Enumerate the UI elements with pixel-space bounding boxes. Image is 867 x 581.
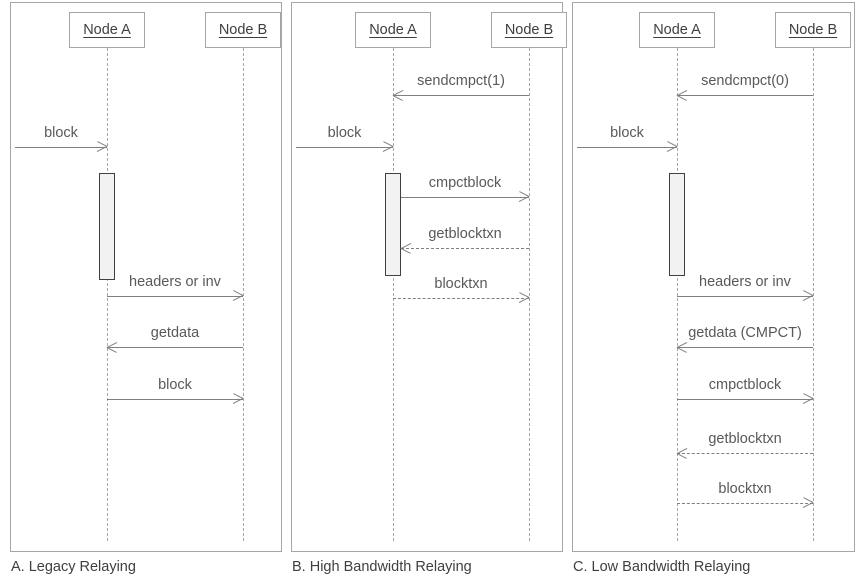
message-label: blocktxn xyxy=(434,276,488,292)
lifeline-label: Node B xyxy=(788,22,838,38)
lifeline-head-node-b: Node B xyxy=(205,12,281,48)
message-line xyxy=(677,503,813,504)
message-line xyxy=(677,95,813,96)
message-label: sendcmpct(1) xyxy=(417,73,505,89)
message-line xyxy=(107,347,243,348)
message-label: getblocktxn xyxy=(428,226,502,242)
panel-caption-b: B. High Bandwidth Relaying xyxy=(292,559,472,575)
message-line xyxy=(296,147,393,148)
message-label: headers or inv xyxy=(129,274,221,290)
message-label: cmpctblock xyxy=(708,377,782,393)
lifeline-label: Node A xyxy=(369,22,417,38)
message-label: block xyxy=(44,125,78,141)
lifeline-node-a xyxy=(107,48,108,541)
lifeline-head-node-b: Node B xyxy=(775,12,851,48)
message-label: getblocktxn xyxy=(708,431,782,447)
lifeline-node-b xyxy=(813,48,814,541)
message-label: block xyxy=(158,377,192,393)
message-line xyxy=(107,296,243,297)
lifeline-label: Node B xyxy=(504,22,554,38)
message-label: headers or inv xyxy=(699,274,791,290)
message-label: getdata (CMPCT) xyxy=(688,325,802,341)
activation-bar xyxy=(385,173,401,276)
activation-bar xyxy=(99,173,115,280)
message-label: sendcmpct(0) xyxy=(701,73,789,89)
message-label: block xyxy=(610,125,644,141)
message-label: getdata xyxy=(150,325,200,341)
message-line xyxy=(577,147,677,148)
lifeline-node-b xyxy=(243,48,244,541)
message-line xyxy=(393,95,529,96)
lifeline-head-node-a: Node A xyxy=(355,12,431,48)
message-line xyxy=(677,399,813,400)
message-line xyxy=(677,296,813,297)
message-line xyxy=(677,347,813,348)
message-line xyxy=(401,197,529,198)
message-line xyxy=(393,298,529,299)
panel-legacy-relaying xyxy=(10,2,282,552)
lifeline-head-node-a: Node A xyxy=(639,12,715,48)
panel-high-bandwidth-relaying xyxy=(291,2,563,552)
activation-bar xyxy=(669,173,685,276)
lifeline-head-node-a: Node A xyxy=(69,12,145,48)
panel-low-bandwidth-relaying xyxy=(572,2,855,552)
lifeline-head-node-b: Node B xyxy=(491,12,567,48)
message-label: blocktxn xyxy=(718,481,772,497)
message-line xyxy=(677,453,813,454)
message-line xyxy=(401,248,529,249)
panel-caption-c: C. Low Bandwidth Relaying xyxy=(573,559,751,575)
lifeline-node-a xyxy=(393,48,394,541)
message-line xyxy=(15,147,107,148)
panel-caption-a: A. Legacy Relaying xyxy=(11,559,136,575)
lifeline-node-b xyxy=(529,48,530,541)
lifeline-label: Node A xyxy=(653,22,701,38)
lifeline-label: Node B xyxy=(218,22,268,38)
message-label: cmpctblock xyxy=(428,175,502,191)
lifeline-node-a xyxy=(677,48,678,541)
message-line xyxy=(107,399,243,400)
message-label: block xyxy=(327,125,362,141)
lifeline-label: Node A xyxy=(83,22,131,38)
